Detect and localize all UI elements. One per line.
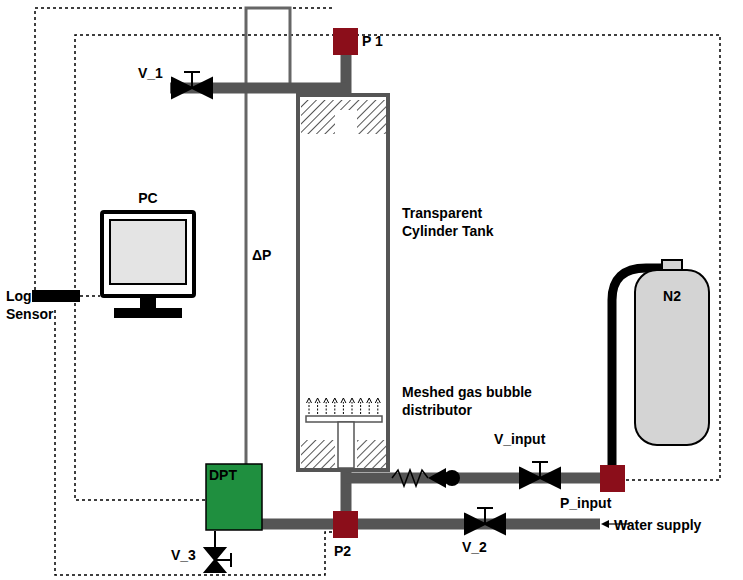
part-label: P_input: [560, 494, 611, 512]
check-valve: [444, 470, 460, 486]
top-cap: [335, 100, 357, 110]
part-label: Water supply: [614, 516, 701, 534]
tank-wall: [298, 95, 388, 470]
computer-monitor: PC: [100, 190, 196, 330]
n2-cylinder: N2: [632, 258, 712, 448]
pipe: [262, 519, 600, 530]
part-label: V_input: [494, 430, 545, 448]
check-valve: [428, 468, 446, 488]
signal-connector: [80, 295, 100, 297]
top-cap: [301, 100, 335, 134]
part-label: V_2: [462, 538, 487, 556]
computer-monitor-shape: [100, 190, 196, 330]
spring-symbol: [392, 470, 428, 486]
pressure-sensor: [333, 511, 358, 538]
part-label: ΔP: [252, 246, 271, 264]
node-text: N2: [632, 288, 712, 306]
part-label: V_3: [171, 546, 196, 564]
n2-cylinder-shape: [632, 258, 712, 448]
bubble-arrows: [307, 398, 381, 414]
part-label: V_1: [138, 64, 163, 82]
node-text: Log Sensor: [6, 288, 56, 323]
distributor-tube: [338, 422, 354, 468]
log-sensor: Log Sensor: [6, 288, 80, 324]
part-label: Meshed gas bubble distributor: [402, 383, 582, 419]
dp-tube: [246, 8, 290, 465]
pressure-sensor: [600, 465, 625, 492]
part-label: P2: [334, 542, 351, 560]
dpt-box: DPT: [205, 463, 263, 531]
node-text: PC: [100, 190, 196, 208]
valves: [172, 72, 560, 572]
bottom-cap: [301, 440, 335, 468]
pipes: [170, 55, 602, 524]
signal-wire: [55, 310, 333, 575]
node-text: DPT: [209, 467, 237, 485]
signal-wires: [35, 8, 720, 575]
signal-wire: [75, 35, 720, 500]
top-cap: [357, 100, 386, 134]
bottom-cap: [357, 440, 386, 468]
signal-wire: [35, 8, 333, 290]
distributor-tube: [306, 416, 382, 422]
part-label: P 1: [362, 32, 383, 50]
part-label: Transparent Cylinder Tank: [402, 204, 522, 240]
pipe: [346, 473, 602, 484]
flow-arrow: [601, 520, 609, 528]
pressure-sensor: [333, 28, 358, 55]
